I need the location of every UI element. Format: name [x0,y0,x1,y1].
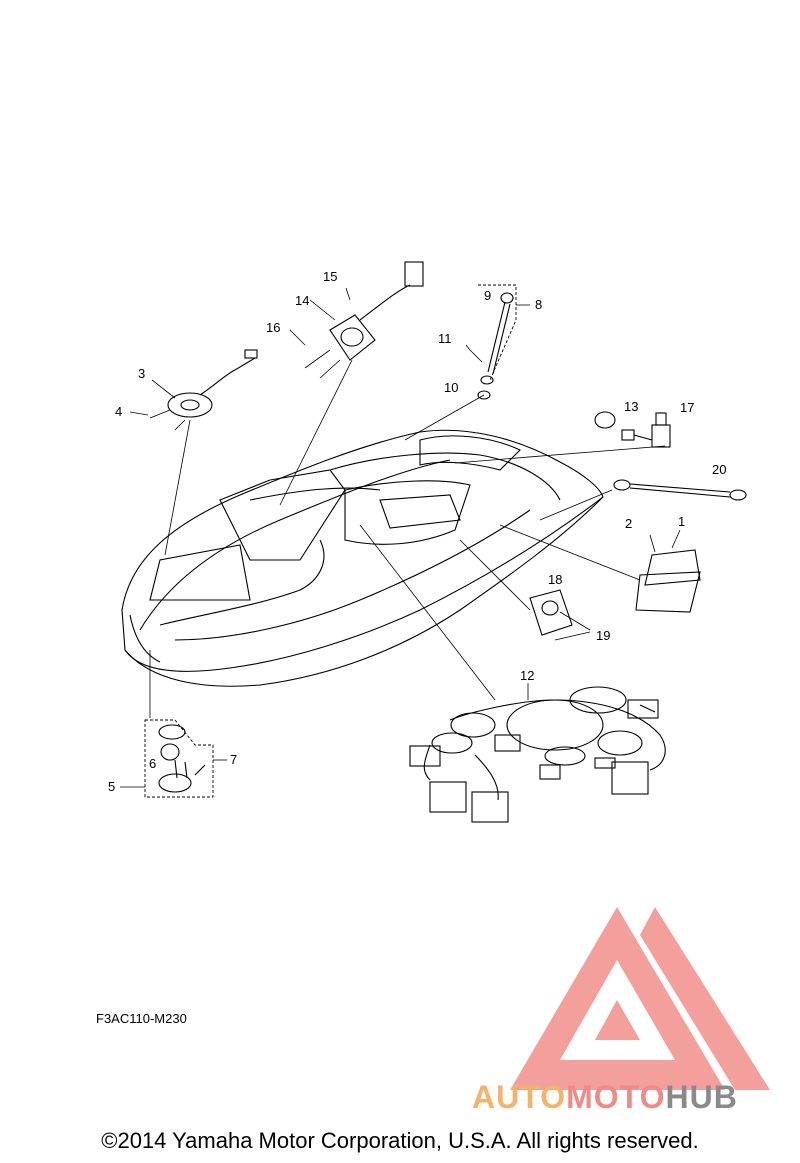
part-14-plate [279,261,424,506]
callout-19: 19 [596,628,610,643]
part-18-module [459,539,591,641]
callout-4: 4 [115,404,122,419]
callout-1: 1 [678,514,685,529]
callout-7: 7 [230,752,237,767]
copyright-notice: ©2014 Yamaha Motor Corporation, U.S.A. A… [101,1128,699,1153]
callout-12: 12 [520,668,534,683]
boat-hull [121,429,604,687]
watermark-logo-icon [510,907,770,1090]
callout-11: 11 [438,331,452,346]
callout-10: 10 [444,380,458,395]
callout-3: 3 [138,366,145,381]
part-8-tube [404,284,530,441]
callout-13: 13 [624,399,638,414]
callout-6: 6 [149,756,156,771]
callout-20: 20 [712,462,726,477]
watermark-moto: MOTO [566,1079,666,1115]
callout-8: 8 [535,297,542,312]
callout-17: 17 [680,400,694,415]
watermark-hub: HUB [665,1079,738,1115]
callout-16: 16 [266,320,280,335]
callout-15: 15 [323,269,337,284]
callout-2: 2 [625,516,632,531]
callout-14: 14 [295,293,309,308]
callout-5: 5 [108,779,115,794]
part-20-rod [539,479,747,521]
callout-18: 18 [548,572,562,587]
watermark-text: AUTOMOTOHUB [472,1079,738,1116]
figure-code: F3AC110-M230 [96,1011,187,1026]
callout-9: 9 [484,288,491,303]
part-12-wire-harness [359,524,666,823]
part-1-battery-box [499,524,701,613]
watermark-auto: AUTO [472,1079,567,1115]
part-17-sensor [454,411,671,464]
part-5-bow-fitting [120,650,227,798]
part-3-gauge [129,349,258,556]
